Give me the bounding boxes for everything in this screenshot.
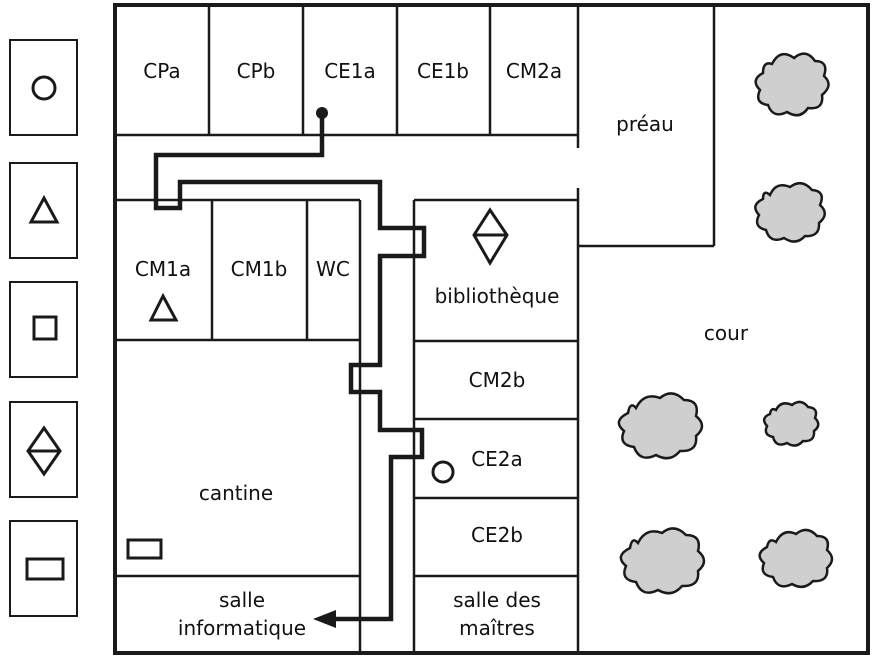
- legend-diamond: [9, 401, 78, 498]
- room-label-wc: WC: [316, 257, 350, 281]
- legend-rectangle: [9, 520, 78, 617]
- route-arrowhead-icon: [313, 610, 336, 628]
- room-label-cantine: cantine: [199, 481, 273, 505]
- trees: [617, 52, 834, 595]
- tree-icon: [754, 52, 830, 117]
- route-path: [153, 107, 427, 628]
- legend-box: [9, 39, 78, 136]
- tree-icon: [758, 528, 834, 589]
- room-label-cour: cour: [704, 321, 749, 345]
- ce2a-circle-icon: [431, 460, 455, 484]
- room-label-bibliotheque: bibliothèque: [435, 284, 560, 308]
- legend-box: [9, 401, 78, 498]
- cm1a-triangle-icon: [148, 292, 179, 322]
- legend-square: [9, 281, 78, 378]
- rectangle-symbol-icon: [25, 557, 65, 581]
- tree-icon: [754, 181, 826, 243]
- legend-box: [9, 281, 78, 378]
- diamond-symbol-icon: [26, 425, 62, 477]
- cantine-rectangle-icon: [126, 538, 163, 560]
- room-labels: CPa CPb CE1a CE1b CM2a préau CM1a CM1b W…: [135, 59, 749, 640]
- tree-icon: [617, 392, 704, 460]
- room-label-ce1a: CE1a: [324, 59, 376, 83]
- tree-icon: [762, 400, 820, 447]
- building-outline: [113, 3, 870, 655]
- legend-box: [9, 162, 78, 259]
- room-label-ce2b: CE2b: [471, 523, 523, 547]
- room-label-ce2a: CE2a: [471, 447, 523, 471]
- room-label-cpa: CPa: [143, 59, 180, 83]
- room-label-salle-informatique-1: salle: [219, 588, 265, 612]
- room-label-cm1a: CM1a: [135, 257, 191, 281]
- room-label-salle-maitres-1: salle des: [453, 588, 541, 612]
- legend-box: [9, 520, 78, 617]
- tree-icon: [619, 527, 706, 595]
- circle-symbol-icon: [31, 75, 57, 101]
- bibliotheque-diamond-icon: [472, 207, 509, 266]
- room-label-salle-informatique-2: informatique: [178, 616, 306, 640]
- room-label-preau: préau: [616, 112, 674, 136]
- room-label-cm2a: CM2a: [506, 59, 562, 83]
- room-symbols: [126, 207, 509, 560]
- room-label-cm1b: CM1b: [231, 257, 288, 281]
- legend-circle: [9, 39, 78, 136]
- triangle-symbol-icon: [28, 194, 60, 224]
- legend: [9, 39, 78, 617]
- room-label-ce1b: CE1b: [417, 59, 469, 83]
- room-label-salle-maitres-2: maîtres: [459, 616, 535, 640]
- square-symbol-icon: [32, 315, 58, 341]
- route-line: [153, 113, 427, 622]
- legend-triangle: [9, 162, 78, 259]
- room-label-cpb: CPb: [237, 59, 276, 83]
- room-label-cm2b: CM2b: [469, 368, 526, 392]
